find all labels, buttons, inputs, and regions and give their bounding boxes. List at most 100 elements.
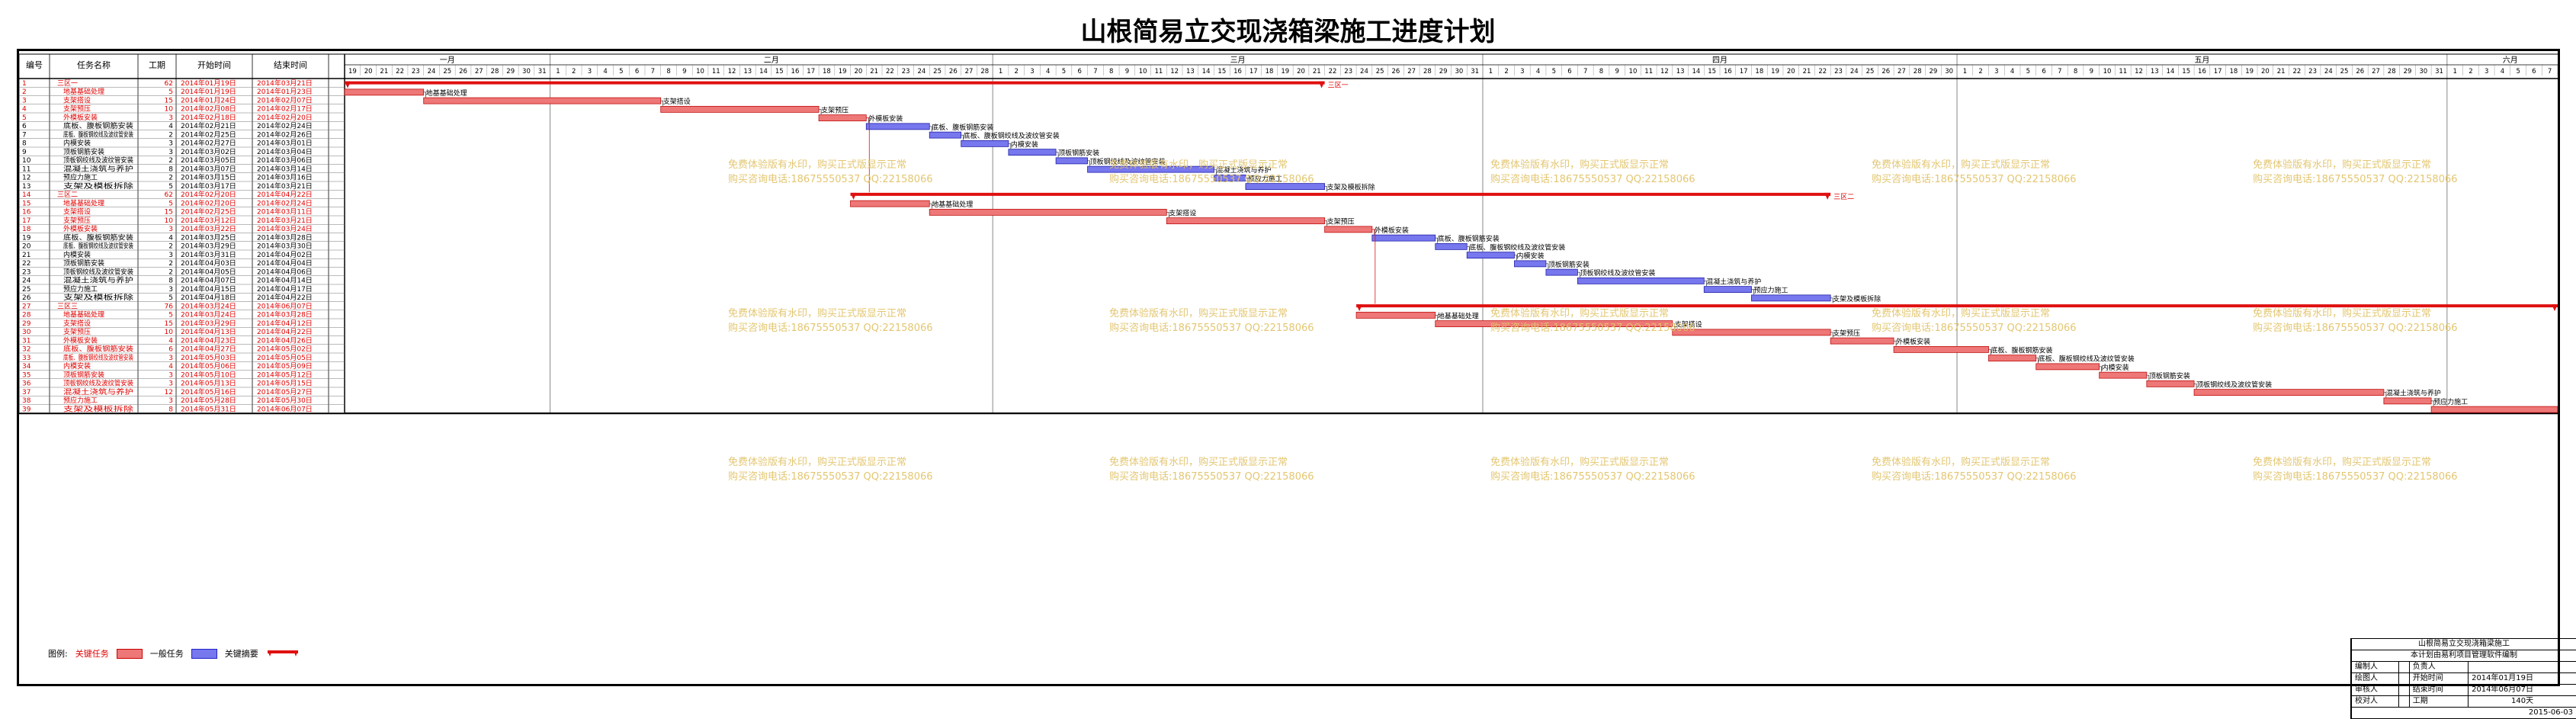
day-label: 15	[2182, 68, 2190, 75]
task-finish: 2014年04月17日	[257, 284, 313, 294]
task-name: 内模安装	[63, 250, 91, 259]
task-name: 支架及模板拆除	[63, 181, 133, 191]
task-bar	[819, 115, 866, 121]
day-label: 6	[635, 68, 639, 75]
task-bar	[1056, 158, 1087, 164]
task-finish: 2014年02月24日	[257, 198, 313, 207]
watermark-line: 购买咨询电话:18675550537 QQ:22158066	[2253, 321, 2458, 335]
summary-bar	[345, 82, 1325, 85]
watermark-text: 免费体验版有水印，购买正式版显示正常购买咨询电话:18675550537 QQ:…	[728, 455, 933, 484]
task-duration: 10	[165, 106, 174, 114]
task-bar-label: 内模安装	[2102, 363, 2129, 372]
task-bar-label: 混凝土浇筑与养护	[1706, 277, 1761, 286]
title-block-row: 编制人 负责人	[2352, 662, 2576, 673]
day-label: 3	[1030, 68, 1034, 75]
summary-bar-start-cap	[851, 193, 857, 200]
task-id: 19	[22, 234, 31, 242]
task-id: 14	[22, 191, 31, 199]
legend-label: 图例:	[48, 647, 68, 660]
task-duration: 3	[168, 226, 173, 233]
task-duration: 15	[165, 97, 173, 104]
day-label: 30	[2419, 68, 2427, 75]
task-name: 支架预压	[63, 104, 91, 114]
task-start: 2014年02月27日	[181, 139, 236, 148]
task-duration: 3	[168, 371, 173, 379]
day-label: 3	[2485, 68, 2488, 75]
task-bar	[1009, 149, 1056, 156]
day-label: 18	[1266, 68, 1274, 75]
task-bar	[2036, 364, 2100, 370]
task-duration: 62	[165, 80, 173, 88]
task-bar	[929, 132, 961, 138]
day-label: 4	[2501, 68, 2504, 75]
day-label: 1	[556, 68, 560, 75]
day-label: 17	[1740, 68, 1748, 75]
day-label: 3	[588, 68, 592, 75]
day-label: 18	[2230, 68, 2238, 75]
day-label: 10	[2103, 68, 2112, 75]
watermark-line: 免费体验版有水印，购买正式版显示正常	[2253, 158, 2458, 172]
task-id: 5	[22, 114, 27, 122]
task-name: 支架预压	[63, 327, 91, 336]
task-finish: 2014年04月22日	[257, 190, 313, 199]
task-duration: 4	[168, 337, 173, 345]
task-finish: 2014年03月21日	[257, 181, 313, 191]
day-label: 21	[870, 68, 878, 75]
task-finish: 2014年05月02日	[257, 345, 313, 354]
task-duration: 2	[168, 243, 173, 251]
watermark-line: 购买咨询电话:18675550537 QQ:22158066	[728, 470, 933, 484]
legend-critical-label: 关键任务	[75, 647, 109, 660]
day-label: 18	[1755, 68, 1763, 75]
day-label: 9	[2090, 68, 2093, 75]
day-label: 24	[917, 68, 925, 75]
day-label: 27	[1407, 68, 1416, 75]
day-label: 12	[1660, 68, 1669, 75]
legend-normal-swatch	[191, 649, 217, 659]
watermark-line: 免费体验版有水印，购买正式版显示正常	[1490, 158, 1695, 172]
page-title: 山根简易立交现浇箱梁施工进度计划	[0, 11, 2576, 48]
task-id: 16	[22, 209, 31, 217]
task-start: 2014年03月29日	[181, 242, 236, 251]
watermark-line: 免费体验版有水印，购买正式版显示正常	[1872, 307, 2077, 321]
summary-bar-start-cap	[345, 82, 351, 88]
day-label: 5	[619, 68, 623, 75]
title-block: 山根简易立交现浇箱梁施工 本计划由易利项目管理软件编制 编制人 负责人 绘图人 …	[2350, 638, 2576, 719]
month-label: 六月	[2503, 56, 2518, 65]
task-duration: 4	[168, 123, 173, 130]
task-start: 2014年03月24日	[181, 310, 236, 319]
day-label: 26	[949, 68, 958, 75]
day-label: 11	[712, 68, 720, 75]
task-bar	[424, 98, 661, 104]
watermark-text: 免费体验版有水印，购买正式版显示正常购买咨询电话:18675550537 QQ:…	[1872, 158, 2077, 187]
day-label: 24	[428, 68, 436, 75]
task-id: 12	[22, 175, 30, 182]
task-finish: 2014年04月26日	[257, 335, 313, 345]
task-finish: 2014年05月09日	[257, 361, 313, 371]
task-duration: 3	[168, 380, 173, 388]
task-id: 38	[22, 397, 31, 405]
task-id: 18	[22, 226, 31, 233]
task-name: 混凝土浇筑与养护	[63, 387, 133, 396]
day-label: 14	[759, 68, 768, 75]
task-start: 2014年05月03日	[181, 353, 236, 362]
legend-summary-swatch	[266, 648, 300, 659]
day-label: 8	[666, 68, 670, 75]
watermark-line: 购买咨询电话:18675550537 QQ:22158066	[1490, 172, 1695, 187]
task-bar	[1894, 346, 1988, 352]
day-label: 8	[2074, 68, 2077, 75]
task-duration: 5	[168, 312, 173, 319]
task-duration: 6	[168, 346, 173, 354]
task-duration: 15	[165, 320, 173, 328]
day-label: 5	[1552, 68, 1556, 75]
day-label: 7	[2548, 68, 2552, 75]
watermark-text: 免费体验版有水印，购买正式版显示正常购买咨询电话:18675550537 QQ:…	[1872, 307, 2077, 335]
day-label: 6	[2042, 68, 2045, 75]
watermark-line: 购买咨询电话:18675550537 QQ:22158066	[1490, 470, 1695, 484]
title-block-project: 山根简易立交现浇箱梁施工	[2352, 639, 2576, 650]
task-bar	[1546, 269, 1577, 275]
task-id: 26	[22, 294, 31, 302]
task-bar	[2431, 406, 2558, 412]
